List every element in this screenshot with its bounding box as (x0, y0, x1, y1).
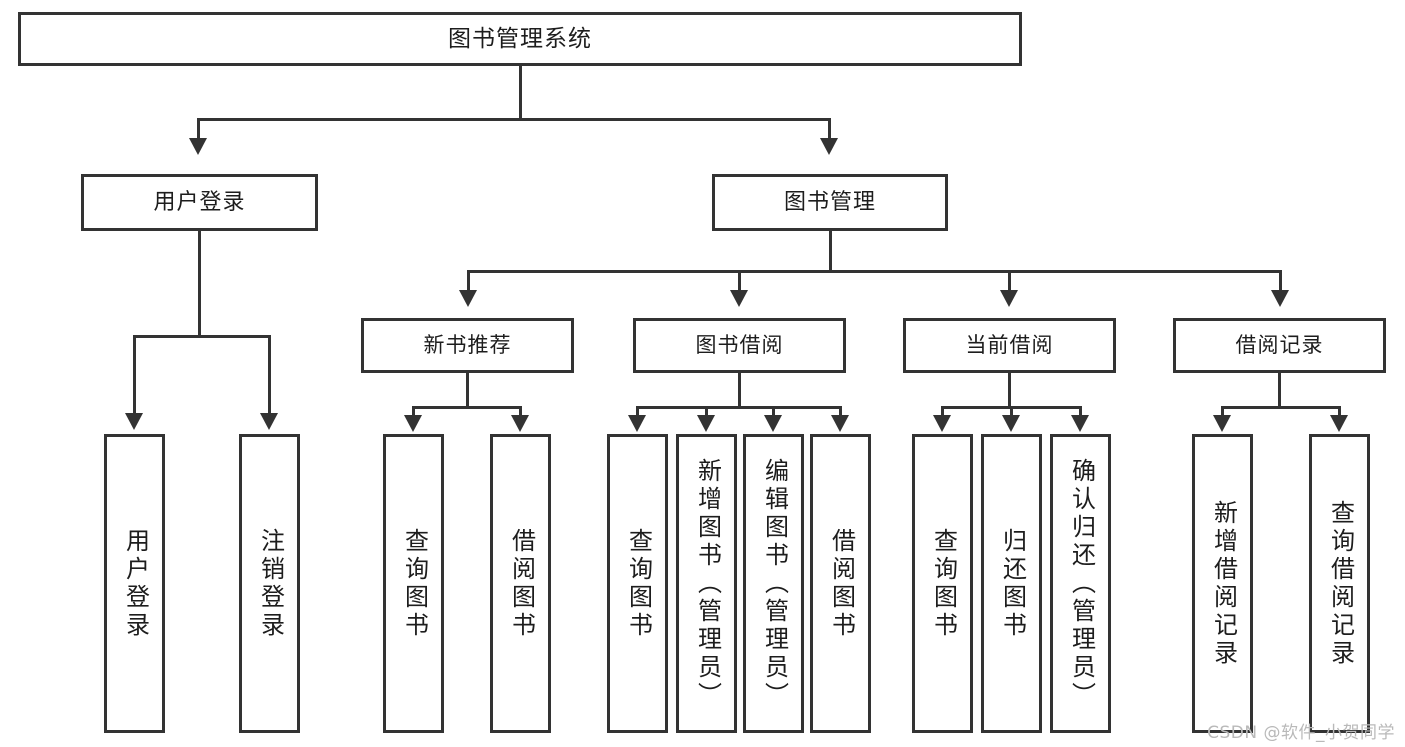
node-root-system[interactable]: 图书管理系统 (18, 12, 1022, 66)
connector-user-login-drop-2 (268, 335, 271, 415)
leaf-label: 借阅图书 (827, 527, 856, 640)
leaf-query-borrow-record[interactable]: 查询借阅记录 (1309, 434, 1370, 733)
connector-borrow-record-stem (1278, 373, 1281, 409)
arrowhead-to-new-book (459, 290, 477, 307)
connector-current-borrow-stem (1008, 373, 1011, 409)
leaf-label: 新增图书（管理员） (693, 457, 722, 710)
node-label: 当前借阅 (965, 333, 1054, 358)
arrowhead-to-user-login (189, 138, 207, 155)
leaf-label: 确认归还（管理员） (1067, 457, 1096, 710)
arrowhead-borrow-record-leaf-1 (1213, 415, 1231, 432)
leaf-user-login[interactable]: 用户登录 (104, 434, 165, 733)
connector-current-borrow-drop-3 (1079, 406, 1082, 418)
connector-user-login-bus (133, 335, 271, 338)
node-label: 图书管理系统 (448, 25, 592, 52)
connector-book-manage-bus (467, 270, 1282, 273)
connector-borrow-record-drop-1 (1221, 406, 1224, 418)
connector-borrow-record-drop-2 (1338, 406, 1341, 418)
arrowhead-book-borrow-leaf-1 (628, 415, 646, 432)
arrowhead-current-borrow-leaf-3 (1071, 415, 1089, 432)
node-new-book-recommend[interactable]: 新书推荐 (361, 318, 574, 373)
connector-book-borrow-drop-3 (772, 406, 775, 418)
connector-borrow-record-bus (1221, 406, 1341, 409)
connector-book-borrow-drop-1 (636, 406, 639, 418)
arrowhead-to-current-borrow (1000, 290, 1018, 307)
node-label: 借阅记录 (1235, 333, 1324, 358)
arrowhead-book-borrow-leaf-4 (831, 415, 849, 432)
node-user-login[interactable]: 用户登录 (81, 174, 318, 231)
node-label: 用户登录 (153, 189, 246, 215)
arrowhead-borrow-record-leaf-2 (1330, 415, 1348, 432)
arrowhead-new-book-leaf-2 (511, 415, 529, 432)
arrowhead-user-login-leaf-1 (125, 413, 143, 430)
connector-new-book-drop-2 (519, 406, 522, 418)
connector-book-manage-stem (829, 231, 832, 273)
connector-root-drop-right (828, 118, 831, 140)
leaf-current-query-book[interactable]: 查询图书 (912, 434, 973, 733)
node-book-borrow[interactable]: 图书借阅 (633, 318, 846, 373)
connector-book-borrow-drop-4 (839, 406, 842, 418)
connector-book-borrow-stem (738, 373, 741, 409)
leaf-return-book[interactable]: 归还图书 (981, 434, 1042, 733)
connector-book-borrow-drop-2 (705, 406, 708, 418)
connector-new-book-drop-1 (412, 406, 415, 418)
node-borrow-record[interactable]: 借阅记录 (1173, 318, 1386, 373)
leaf-label: 查询图书 (624, 527, 653, 640)
arrowhead-current-borrow-leaf-2 (1002, 415, 1020, 432)
leaf-label: 查询图书 (400, 527, 429, 640)
arrowhead-book-borrow-leaf-3 (764, 415, 782, 432)
leaf-borrow-query-book[interactable]: 查询图书 (607, 434, 668, 733)
leaf-label: 注销登录 (256, 527, 285, 640)
arrowhead-to-borrow-record (1271, 290, 1289, 307)
leaf-label: 用户登录 (121, 527, 150, 640)
connector-book-manage-drop-1 (467, 270, 470, 292)
leaf-label: 查询图书 (929, 527, 958, 640)
leaf-add-borrow-record[interactable]: 新增借阅记录 (1192, 434, 1253, 733)
connector-root-bus (197, 118, 831, 121)
connector-current-borrow-drop-1 (941, 406, 944, 418)
leaf-label: 编辑图书（管理员） (760, 457, 789, 710)
leaf-label: 归还图书 (998, 527, 1027, 640)
leaf-borrow-book[interactable]: 借阅图书 (810, 434, 871, 733)
leaf-logout[interactable]: 注销登录 (239, 434, 300, 733)
arrowhead-user-login-leaf-2 (260, 413, 278, 430)
connector-book-borrow-bus (636, 406, 842, 409)
connector-new-book-stem (466, 373, 469, 409)
leaf-label: 新增借阅记录 (1209, 499, 1238, 668)
connector-book-manage-drop-2 (738, 270, 741, 292)
arrowhead-book-borrow-leaf-2 (697, 415, 715, 432)
leaf-new-book-borrow[interactable]: 借阅图书 (490, 434, 551, 733)
leaf-new-book-query[interactable]: 查询图书 (383, 434, 444, 733)
node-label: 图书管理 (783, 189, 876, 215)
connector-new-book-bus (412, 406, 522, 409)
arrowhead-to-book-borrow (730, 290, 748, 307)
connector-book-manage-drop-4 (1279, 270, 1282, 292)
connector-user-login-drop-1 (133, 335, 136, 415)
connector-root-drop-left (197, 118, 200, 140)
arrowhead-current-borrow-leaf-1 (933, 415, 951, 432)
node-label: 新书推荐 (423, 333, 512, 358)
node-book-manage[interactable]: 图书管理 (712, 174, 948, 231)
leaf-edit-book-admin[interactable]: 编辑图书（管理员） (743, 434, 804, 733)
leaf-add-book-admin[interactable]: 新增图书（管理员） (676, 434, 737, 733)
connector-user-login-stem (198, 231, 201, 336)
leaf-label: 借阅图书 (507, 527, 536, 640)
connector-book-manage-drop-3 (1008, 270, 1011, 292)
arrowhead-to-book-manage (820, 138, 838, 155)
leaf-label: 查询借阅记录 (1326, 499, 1355, 668)
connector-current-borrow-drop-2 (1010, 406, 1013, 418)
leaf-confirm-return-admin[interactable]: 确认归还（管理员） (1050, 434, 1111, 733)
node-label: 图书借阅 (695, 333, 784, 358)
arrowhead-new-book-leaf-1 (404, 415, 422, 432)
node-current-borrow[interactable]: 当前借阅 (903, 318, 1116, 373)
connector-root-stem (519, 66, 522, 119)
